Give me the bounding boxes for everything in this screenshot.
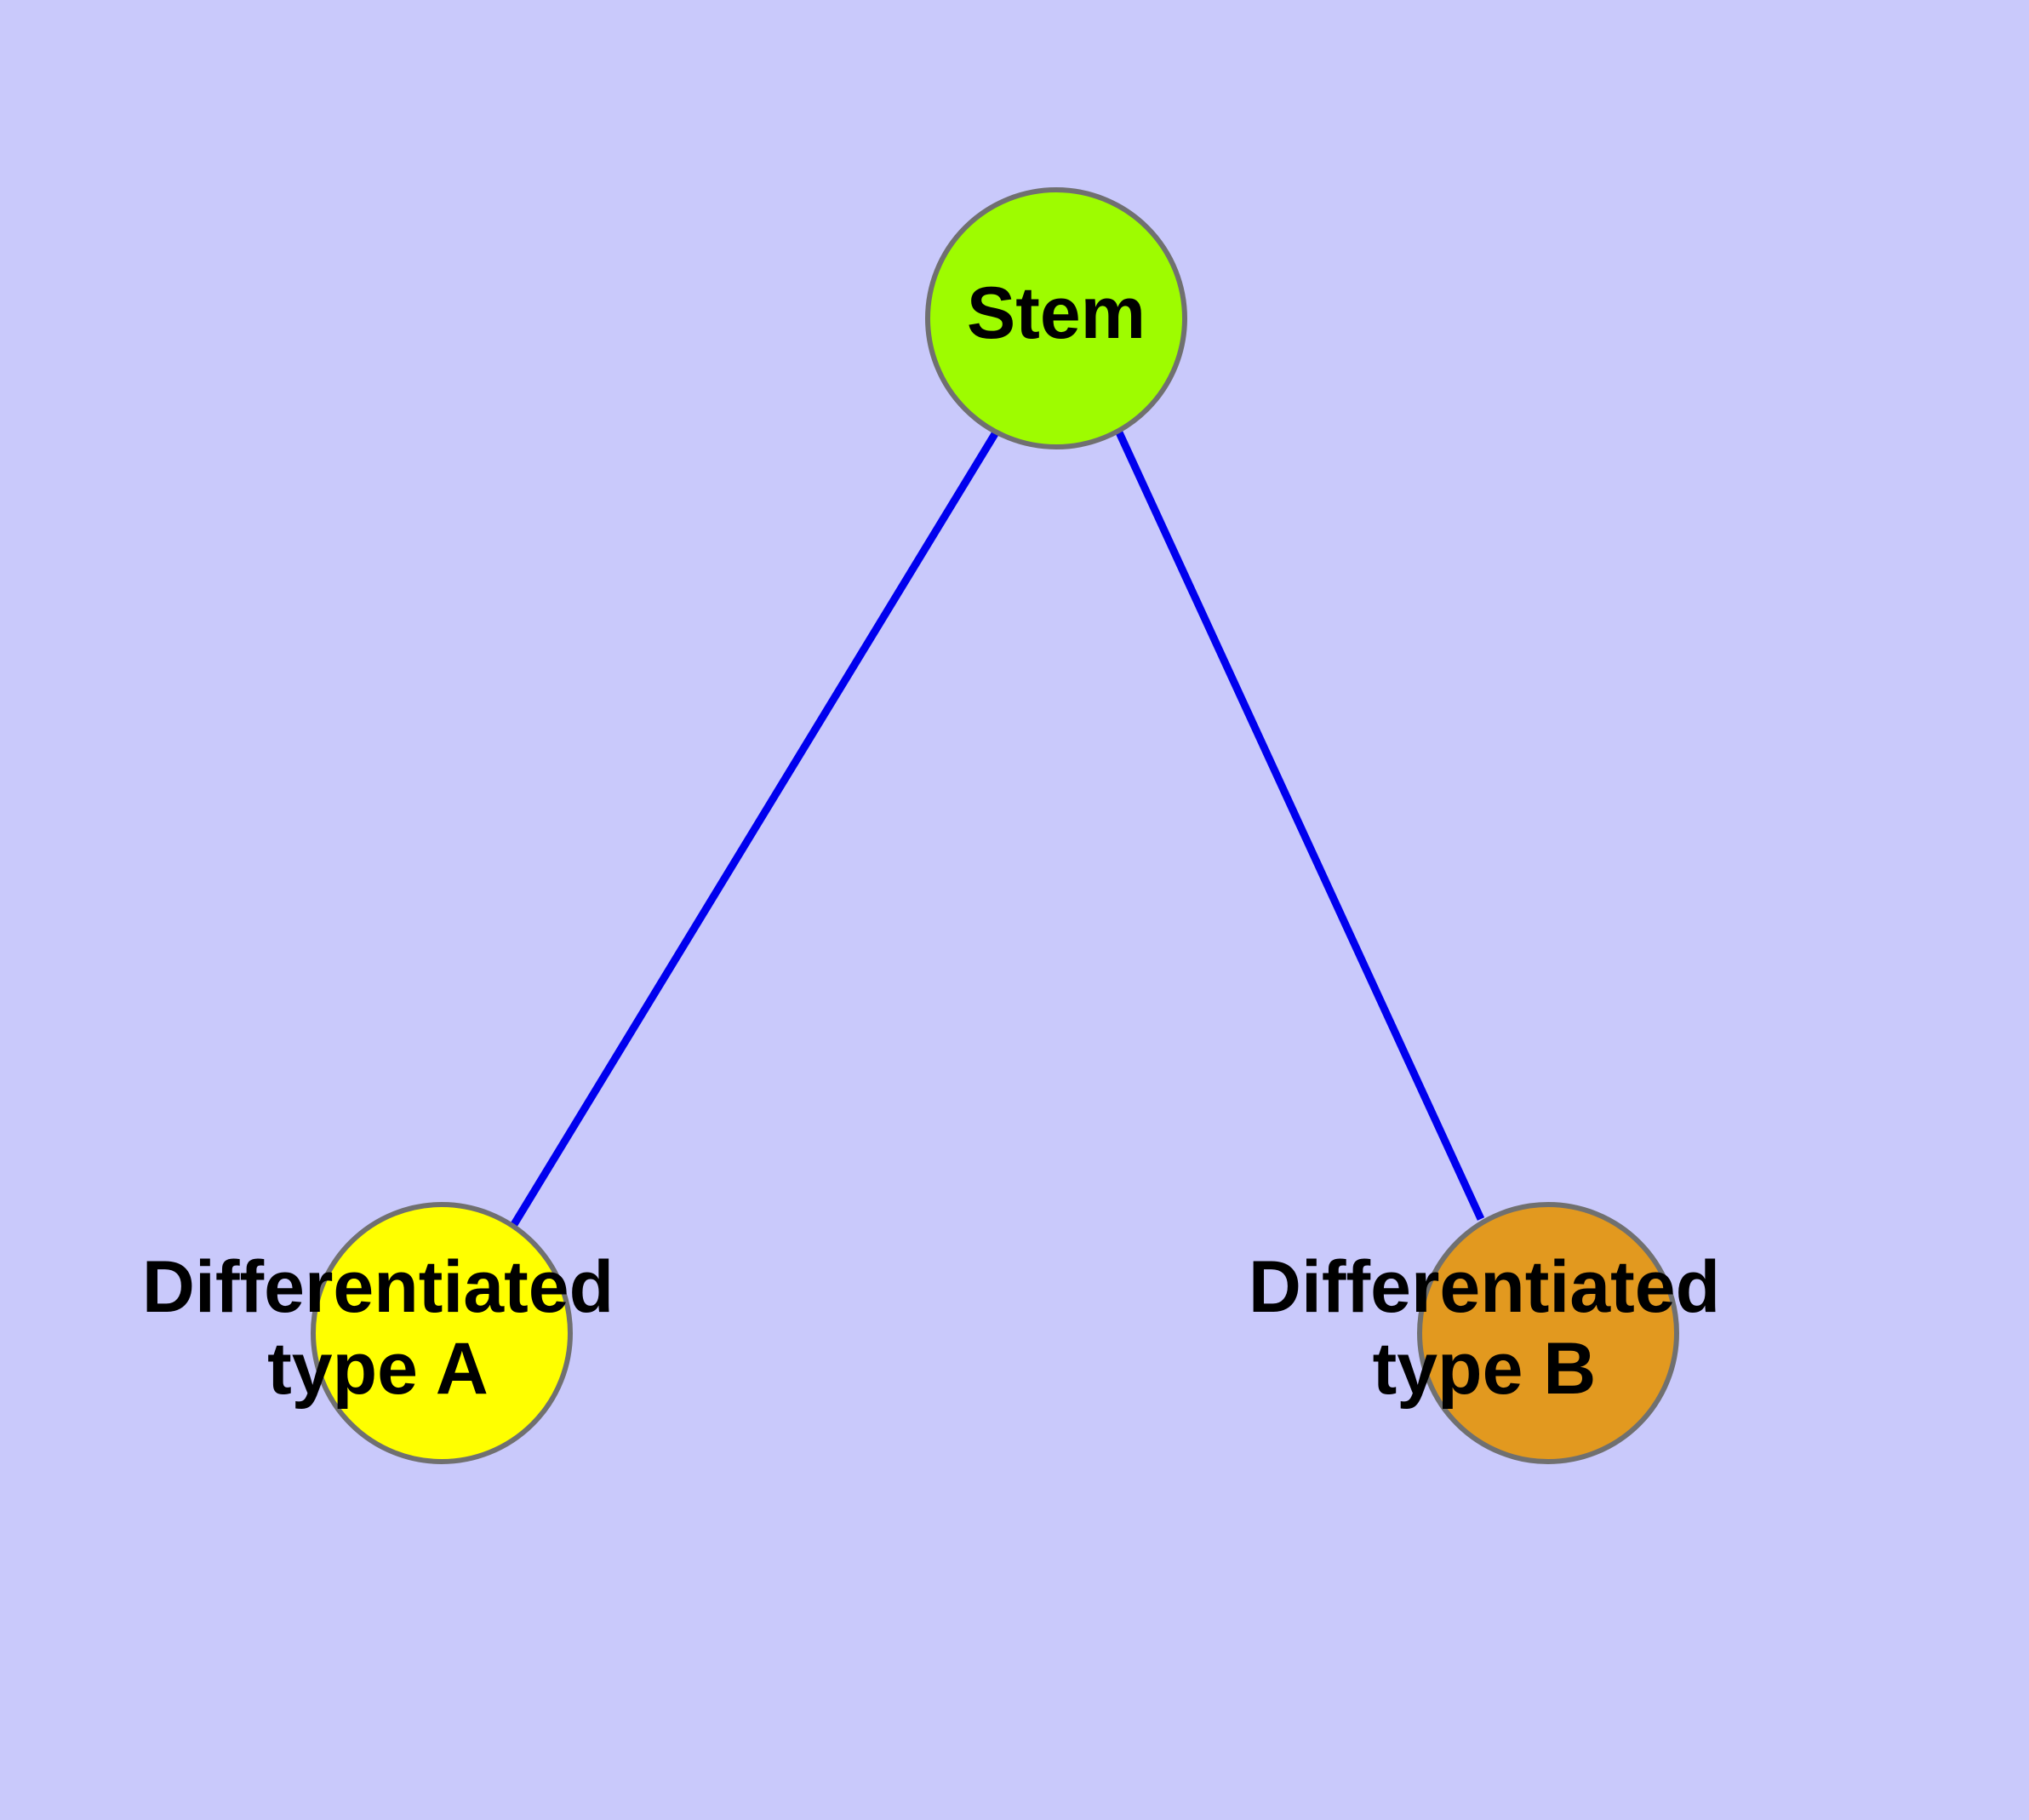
node-diff_a[interactable] bbox=[311, 1202, 573, 1464]
edges-layer bbox=[510, 430, 1485, 1228]
node-label-line: Differentiated bbox=[142, 1246, 614, 1328]
node-stem[interactable] bbox=[925, 187, 1187, 449]
edge-stem-to-diff_a[interactable] bbox=[510, 430, 999, 1228]
nodes-layer bbox=[311, 187, 1679, 1464]
node-label-stem: Stem bbox=[967, 272, 1146, 354]
node-diff_b[interactable] bbox=[1417, 1202, 1679, 1464]
node-label-line: type A bbox=[267, 1328, 489, 1410]
node-label-line: Differentiated bbox=[1249, 1246, 1720, 1328]
edge-stem-to-diff_b[interactable] bbox=[1115, 431, 1485, 1221]
node-label-line: Stem bbox=[967, 272, 1146, 354]
node-label-line: type B bbox=[1373, 1328, 1597, 1410]
